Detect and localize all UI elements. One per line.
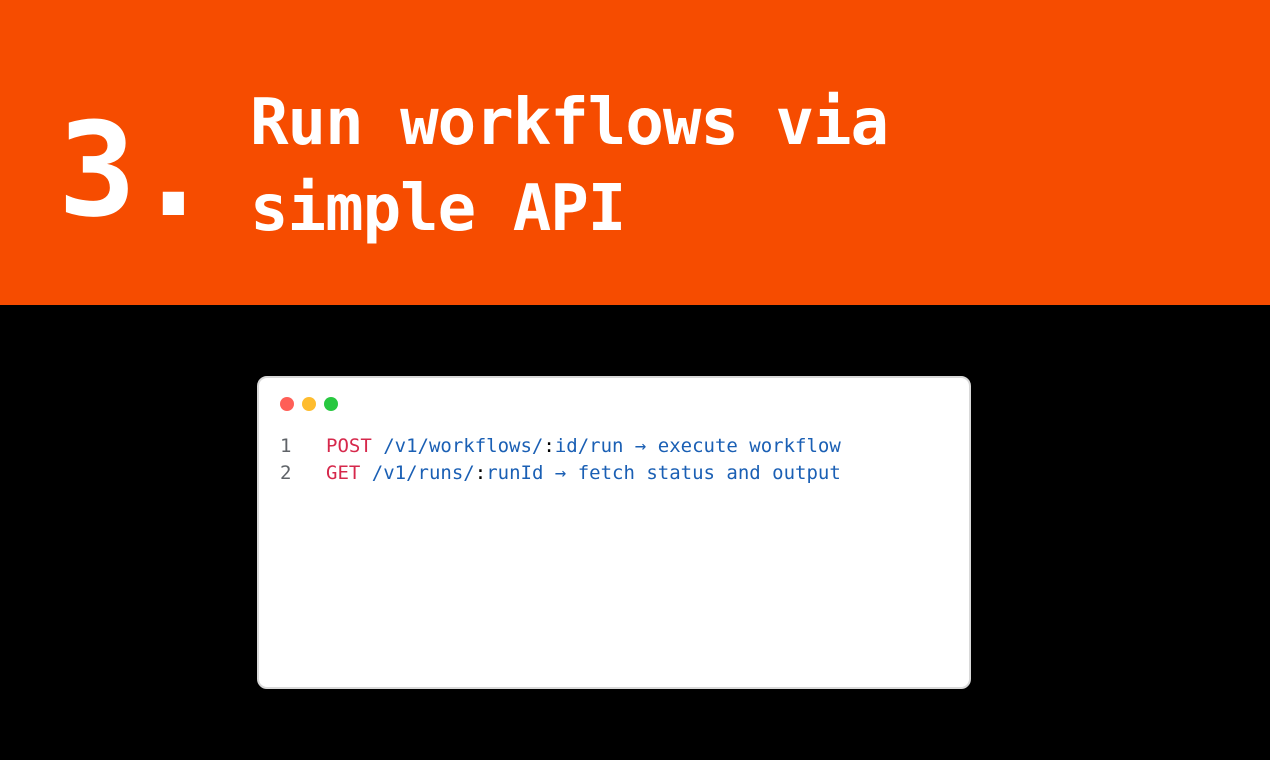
endpoint-param: id/run [554,435,624,457]
endpoint-path: /v1/workflows/ [383,435,544,457]
param-colon: : [543,435,555,457]
endpoint-description: → execute workflow [623,435,841,457]
title-banner: 3. Run workflows via simple API [0,0,1270,305]
http-method: POST [326,435,372,457]
step-number: 3. [58,94,213,246]
code-line: 2 GET /v1/runs/:runId → fetch status and … [280,460,841,487]
minimize-dot-icon[interactable] [302,397,316,411]
http-method: GET [326,462,361,484]
headline: Run workflows via simple API [250,86,889,246]
line-number: 1 [280,435,292,457]
zoom-dot-icon[interactable] [324,397,338,411]
line-number: 2 [280,462,292,484]
code-line: 1 POST /v1/workflows/:id/run → execute wo… [280,433,841,460]
endpoint-description: → fetch status and output [543,462,841,484]
close-dot-icon[interactable] [280,397,294,411]
endpoint-path: /v1/runs/ [371,462,475,484]
window-controls [280,397,346,411]
param-colon: : [474,462,487,484]
endpoint-param: runId [486,462,544,484]
